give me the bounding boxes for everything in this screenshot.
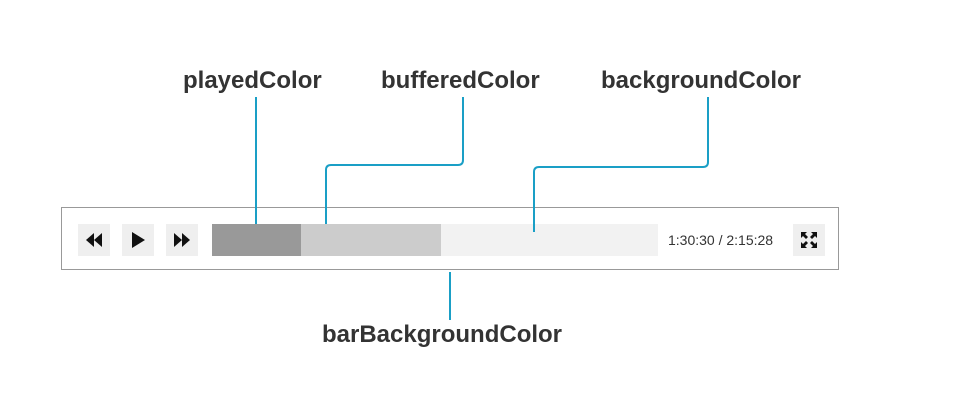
background-color-label: backgroundColor — [601, 67, 802, 94]
rewind-icon — [86, 233, 102, 247]
time-display: 1:30:30 / 2:15:28 — [668, 232, 774, 248]
play-button[interactable] — [122, 224, 154, 256]
fullscreen-icon — [801, 232, 817, 248]
media-player-bar: 1:30:30 / 2:15:28 — [61, 207, 839, 270]
progress-bar[interactable] — [212, 224, 658, 256]
fullscreen-button[interactable] — [793, 224, 825, 256]
played-progress — [212, 224, 302, 256]
rewind-button[interactable] — [78, 224, 110, 256]
fast-forward-icon — [174, 233, 190, 247]
buffered-color-label: bufferedColor — [381, 67, 540, 94]
fast-forward-button[interactable] — [166, 224, 198, 256]
played-color-label: playedColor — [183, 67, 322, 94]
play-icon — [132, 232, 145, 248]
bar-background-color-label: barBackgroundColor — [322, 321, 563, 348]
buffered-connector-line — [325, 97, 464, 224]
